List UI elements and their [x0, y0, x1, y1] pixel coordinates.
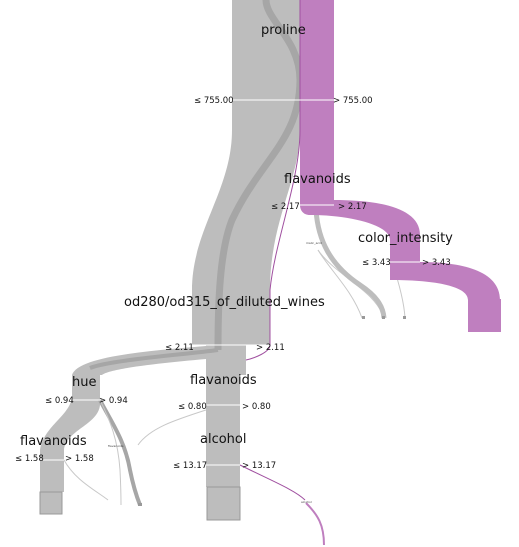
flav-tiny-feature-label: flavanoids	[108, 444, 124, 448]
purple-outline-root	[245, 0, 301, 361]
flav-mid-feature-label: flavanoids	[190, 373, 257, 388]
root-left-threshold: ≤ 755.00	[194, 96, 234, 106]
grey-stream-malic	[313, 209, 387, 319]
dark-stream-hue	[98, 399, 142, 506]
color-right-threshold: > 3.43	[422, 258, 451, 268]
od280-right-threshold: > 2.11	[256, 343, 285, 353]
purple-outline-alcohol	[239, 464, 306, 501]
alcohol-left-threshold: ≤ 13.17	[173, 461, 207, 471]
hue-feature-label: hue	[72, 375, 96, 390]
od280-node-bar	[192, 285, 270, 345]
dark-stream-od280	[89, 348, 219, 370]
od280-left-threshold: ≤ 2.11	[165, 343, 194, 353]
flav-low-left-threshold: ≤ 1.58	[15, 454, 44, 464]
color-feature-label: color_intensity	[358, 231, 453, 246]
leaf-purple	[468, 299, 501, 332]
purple-flow	[300, 0, 501, 332]
hue-left-threshold: ≤ 0.94	[45, 396, 74, 406]
flav-right-left-threshold: ≤ 2.17	[271, 202, 300, 212]
thin-flav-low-right	[63, 459, 109, 501]
leaf-small-2	[362, 316, 365, 319]
hue-right-threshold: > 0.94	[99, 396, 128, 406]
color-node-bar	[390, 235, 420, 262]
leaf-small-4	[403, 316, 406, 319]
color-left-threshold: ≤ 3.43	[362, 258, 391, 268]
thin-flav-mid-left	[137, 409, 207, 446]
flav-low-right-threshold: > 1.58	[65, 454, 94, 464]
alcohol-right-threshold: > 13.17	[242, 461, 276, 471]
flav-right-right-threshold: > 2.17	[338, 202, 367, 212]
flav-low-node-bar	[40, 450, 64, 492]
root-right-threshold: > 755.00	[333, 96, 373, 106]
dark-stream-root	[214, 0, 304, 351]
alcohol-node-bar	[206, 435, 240, 487]
leaf-small-3	[382, 316, 385, 319]
node-separators	[40, 99, 420, 466]
root-feature-label: proline	[261, 23, 306, 38]
thin-malic-1	[317, 249, 363, 319]
alcohol-feature-label: alcohol	[200, 432, 246, 447]
flav-mid-left-threshold: ≤ 0.80	[178, 402, 207, 412]
purple-tail-alcohol	[305, 502, 325, 546]
link-color-right	[390, 262, 500, 300]
alc-tiny-feature-label: alcohol	[301, 500, 312, 504]
link-root-to-od280	[192, 40, 300, 290]
leaf-small-1	[138, 503, 142, 506]
leaf-grey-flav-low	[39, 491, 63, 515]
thin-hue-right	[99, 399, 122, 506]
dark-streams	[89, 0, 304, 506]
link-hue-down	[40, 375, 100, 450]
flav-low-feature-label: flavanoids	[20, 434, 87, 449]
flav-mid-right-threshold: > 0.80	[242, 402, 271, 412]
od280-feature-label: od280/od315_of_diluted_wines	[124, 295, 325, 310]
flav-right-feature-label: flavanoids	[284, 172, 351, 187]
leaf-grey-alcohol	[206, 486, 241, 521]
malic-feature-label: malic_acid	[306, 241, 322, 245]
grey-flow	[40, 0, 300, 492]
